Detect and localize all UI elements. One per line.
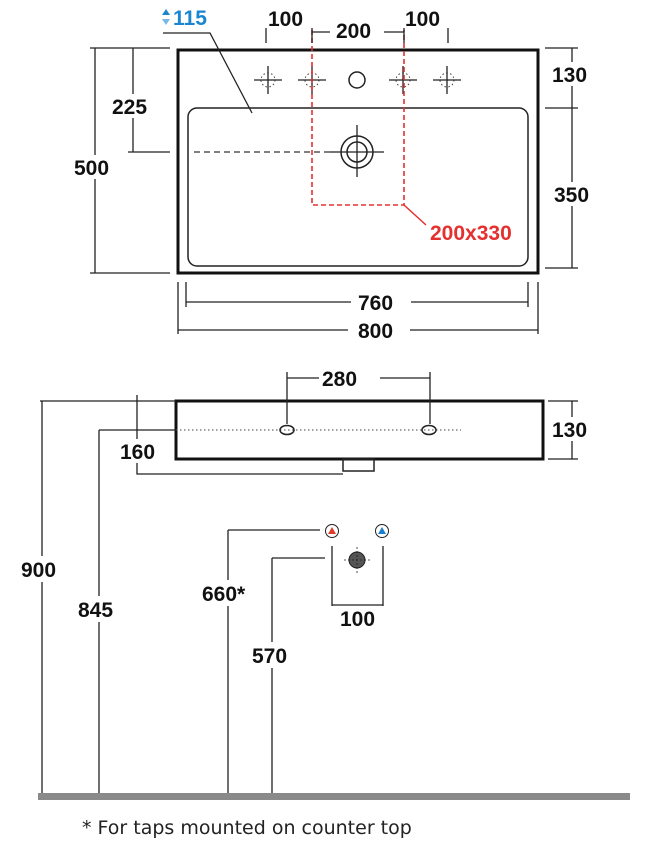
floor-line <box>38 793 630 800</box>
bottom-dim-lines <box>177 282 539 334</box>
basin-outline-front <box>174 399 545 461</box>
tap-hole-icon <box>389 66 417 94</box>
tap-spacing-center: 200 <box>336 20 371 43</box>
dim-225: 225 <box>112 96 147 119</box>
dim-160: 160 <box>120 441 155 464</box>
front-view: 280 130 160 <box>118 368 596 475</box>
tap-hole-icon <box>254 66 282 94</box>
depth-leader <box>163 32 253 114</box>
dim-280-lines <box>286 372 431 424</box>
depth-label: 115 <box>173 7 207 30</box>
dim-130-front: 130 <box>552 419 587 442</box>
cutout-leader <box>403 204 427 226</box>
dim-130-top: 130 <box>552 64 587 87</box>
tap-hole-icon <box>433 66 461 94</box>
dim-845: 845 <box>78 599 113 622</box>
hot-water-icon <box>325 524 339 538</box>
tap-dim-lines <box>265 28 449 43</box>
dim-570: 570 <box>252 645 287 668</box>
dim-660: 660* <box>202 583 246 606</box>
dim-280: 280 <box>322 368 357 391</box>
cold-water-icon <box>375 524 389 538</box>
dim-800: 800 <box>358 320 393 343</box>
tap-hole-icon <box>421 424 437 436</box>
top-view: 200x330 115 100 200 100 500 225 130 350 … <box>70 7 598 343</box>
dim-350: 350 <box>554 184 589 207</box>
overflow-hole-icon <box>348 71 366 89</box>
dim-900: 900 <box>21 559 56 582</box>
dim-760: 760 <box>358 292 393 315</box>
drain-outlet <box>342 458 375 472</box>
cutout-outline <box>311 30 405 206</box>
left-dim-lines <box>90 47 170 274</box>
dim-100-lines <box>331 546 384 606</box>
dim-160-lines <box>136 395 343 475</box>
footnote: * For taps mounted on counter top <box>82 817 412 839</box>
right-dim-lines <box>545 47 578 269</box>
basin-bowl <box>187 107 529 267</box>
height-view: 900 845 660* 570 100 * For taps mounted … <box>20 400 630 839</box>
tap-hole-icons <box>254 66 461 94</box>
tap-spacing-left: 100 <box>268 8 303 31</box>
cutout-label: 200x330 <box>430 222 512 245</box>
tap-spacing-right: 100 <box>405 8 440 31</box>
dim-500: 500 <box>74 157 109 180</box>
waste-outlet-icon <box>344 547 370 573</box>
tap-hole-icon <box>279 424 295 436</box>
dim-100: 100 <box>340 608 375 631</box>
drain-icon <box>330 125 384 177</box>
basin-outline-top <box>176 48 540 275</box>
depth-icon <box>162 9 170 25</box>
